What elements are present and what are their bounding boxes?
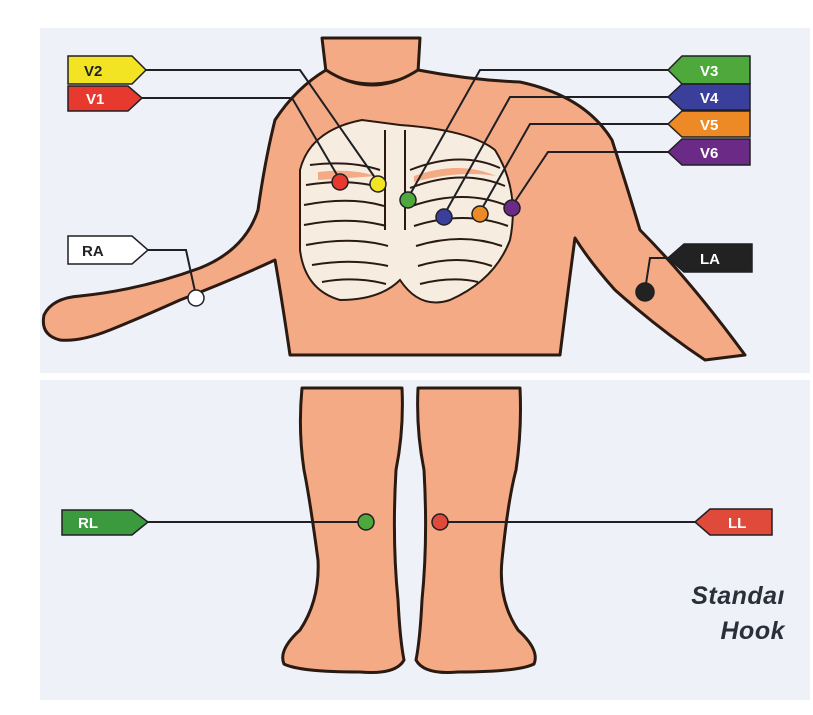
tag-v1: V1 xyxy=(68,86,142,111)
tag-rl-label: RL xyxy=(78,515,98,532)
caption-line-2: Hook xyxy=(721,617,786,646)
tag-ra-label: RA xyxy=(82,243,104,260)
legs xyxy=(283,388,536,673)
tag-v3-label: V3 xyxy=(700,63,718,80)
tag-v4-label: V4 xyxy=(700,90,719,107)
la-electrode xyxy=(636,283,654,301)
tag-la: LA xyxy=(668,244,752,272)
tag-ll-label: LL xyxy=(728,515,746,532)
ra-electrode xyxy=(188,290,204,306)
tag-ll: LL xyxy=(695,509,772,535)
tag-v6-label: V6 xyxy=(700,145,718,162)
tag-v1-label: V1 xyxy=(86,91,104,108)
v6-electrode xyxy=(504,200,520,216)
caption-line-1: Standaı xyxy=(691,582,785,611)
ll-electrode xyxy=(432,514,448,530)
tag-v5-label: V5 xyxy=(700,117,718,134)
v3-electrode xyxy=(400,192,416,208)
tag-v5: V5 xyxy=(668,111,750,137)
rl-electrode xyxy=(358,514,374,530)
tag-la-label: LA xyxy=(700,251,720,268)
tag-v4: V4 xyxy=(668,84,750,110)
v5-electrode xyxy=(472,206,488,222)
tag-v3: V3 xyxy=(668,56,750,84)
tag-v2-label: V2 xyxy=(84,63,102,80)
v4-electrode xyxy=(436,209,452,225)
v1-electrode xyxy=(332,174,348,190)
tag-v6: V6 xyxy=(668,139,750,165)
v2-electrode xyxy=(370,176,386,192)
tag-v2: V2 xyxy=(68,56,146,84)
tag-ra: RA xyxy=(68,236,148,264)
tag-rl: RL xyxy=(62,510,148,535)
